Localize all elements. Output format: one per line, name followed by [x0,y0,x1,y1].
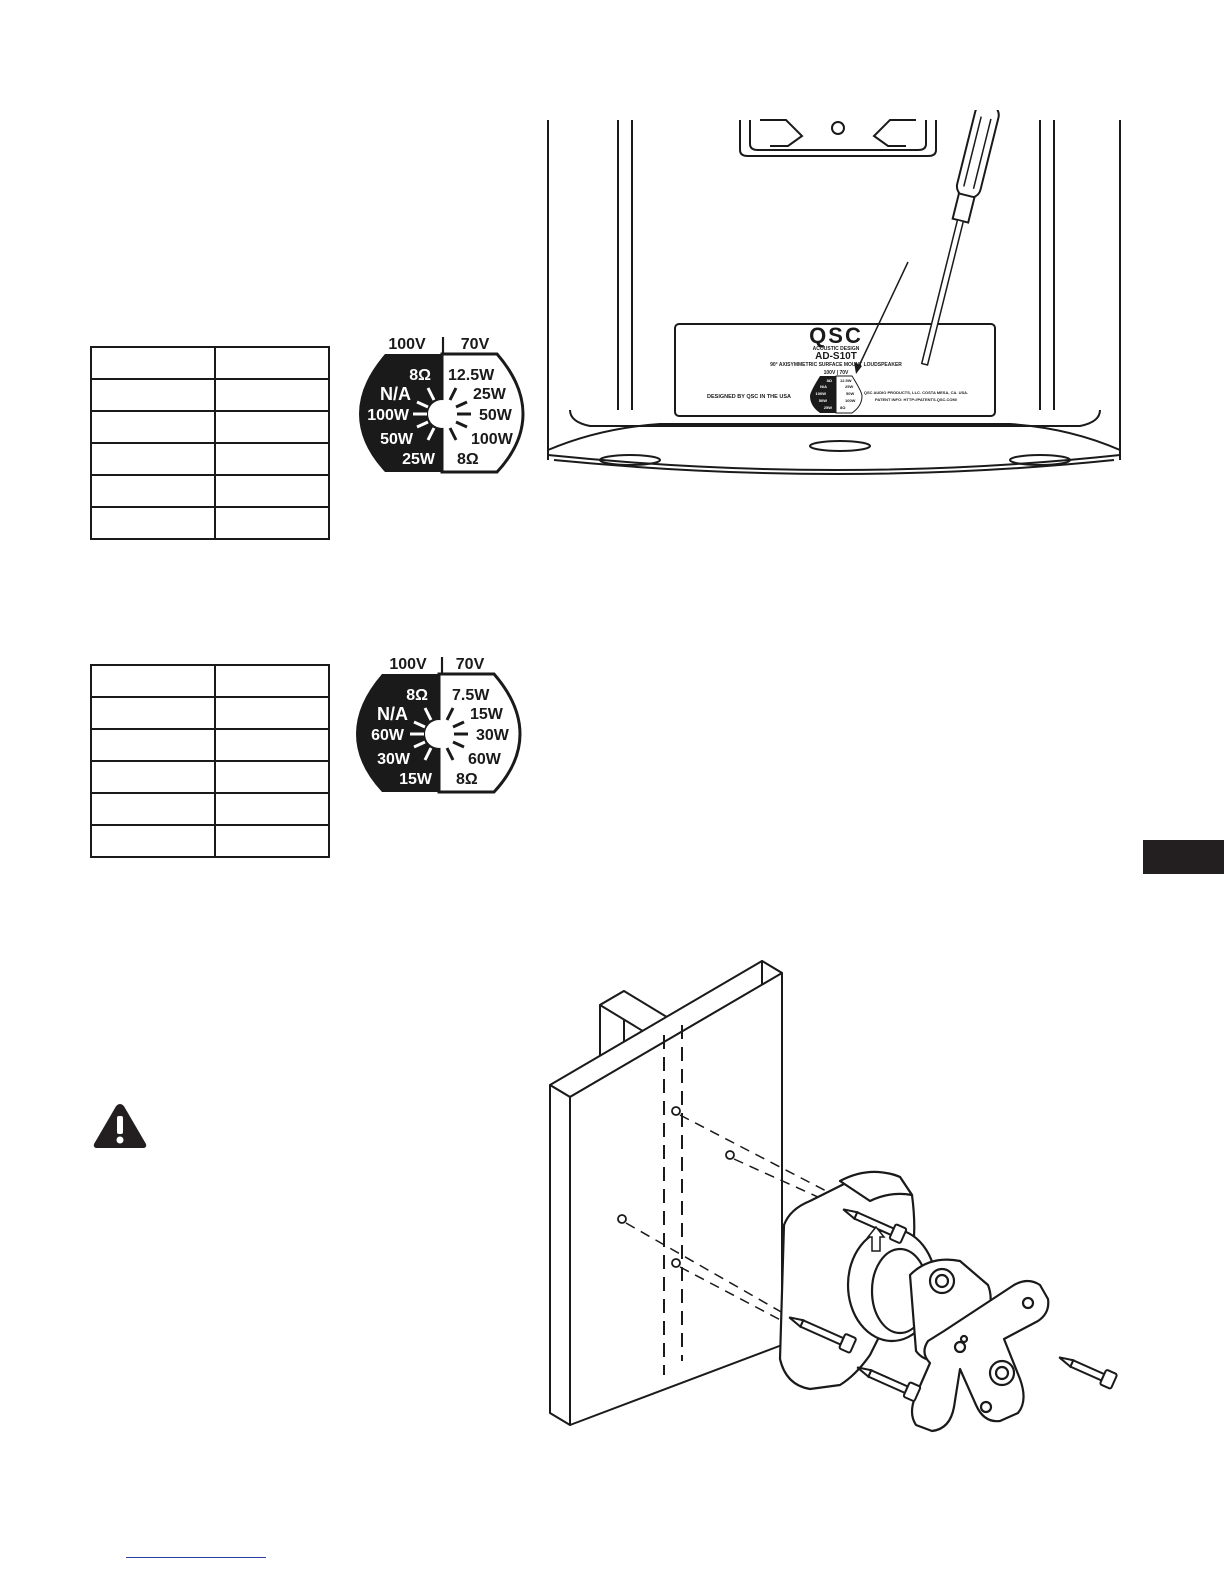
dial-2-left-3: 30W [377,751,411,768]
table-cell [90,378,216,412]
table-cell [214,506,330,540]
dial-2-header-right: 70V [456,656,485,673]
table-cell [90,474,216,508]
table-cell [214,824,330,858]
dial-1-right-3: 100W [471,431,514,448]
dial-2-header-sep: | [440,654,445,673]
table-cell [90,664,216,698]
section-tab [1143,840,1224,874]
table-cell [214,410,330,444]
label-brand: QSC [809,323,863,348]
tap-dial-1: 100V | 70V 8Ω N/A 100W 50W 25W 12.5W 25W… [359,334,525,474]
table-cell [90,760,216,794]
label-mini-header: 100V | 70V [824,370,849,376]
tap-dial-2: 100V | 70V 8Ω N/A 60W 30W 15W 7.5W 15W 3… [356,654,522,794]
dial-1-right-2: 50W [479,407,513,424]
table-row [90,728,330,762]
mini-right-0: 12.5W [840,378,852,383]
dial-2-header-left: 100V [389,656,427,673]
dial-1-header-right: 70V [461,336,490,353]
table-cell [90,792,216,826]
label-series: ACOUSTIC DESIGN [813,346,860,352]
table-cell [90,824,216,858]
table-cell [90,696,216,730]
dial-2-left-4: 15W [399,771,433,788]
table-cell [90,410,216,444]
dial-2-left-0: 8Ω [406,687,428,704]
label-patent: PATENT INFO: HTTP://PATENTS.QSC.COM/ [875,397,958,402]
table-cell [214,760,330,794]
table-cell [214,442,330,476]
table-cell [214,474,330,508]
table-cell [214,664,330,698]
table-cell [214,728,330,762]
label-designed: DESIGNED BY QSC IN THE USA [707,394,791,400]
mini-right-2: 50W [846,391,854,396]
dial-2-right-1: 15W [470,706,504,723]
table-row [90,760,330,794]
dial-1-left-2: 100W [367,407,410,424]
wall-mount-illustration [549,960,1118,1433]
mini-right-3: 100W [845,398,856,403]
table-cell [90,442,216,476]
dial-2-right-2: 30W [476,727,510,744]
table-row [90,378,330,412]
label-mini-dial: 8Ω N/A 100W 50W 25W 12.5W 25W 50W 100W 8… [810,375,863,414]
table-row [90,410,330,444]
dial-1-header-left: 100V [388,336,426,353]
mini-left-3: 50W [819,398,827,403]
dial-2-right-4: 8Ω [456,771,478,788]
label-model: AD-S10T [815,351,857,362]
table-cell [214,346,330,380]
dial-2-right-0: 7.5W [452,687,490,704]
dial-1-header-sep: | [441,334,446,353]
dial-1-right-4: 8Ω [457,451,479,468]
footer-link-underline[interactable] [126,1557,266,1558]
label-desc: 90° AXISYMMETRIC SURFACE MOUNT LOUDSPEAK… [770,362,902,368]
screwdriver-icon [920,110,1000,366]
mini-left-2: 100W [816,391,827,396]
mini-left-1: N/A [820,384,827,389]
table-cell [90,728,216,762]
table-cell [214,696,330,730]
table-row [90,824,330,858]
dial-2-right-3: 60W [468,751,502,768]
dial-2-left-2: 60W [371,727,405,744]
speaker-rear-illustration: QSC ACOUSTIC DESIGN AD-S10T 90° AXISYMME… [547,110,1121,475]
table-row [90,664,330,698]
table-cell [214,792,330,826]
mini-left-0: 8Ω [827,378,833,383]
table-row [90,442,330,476]
table-row [90,792,330,826]
table-row [90,506,330,540]
table-cell [90,506,216,540]
warning-triangle-icon [93,1104,147,1148]
table-cell [214,378,330,412]
dial-1-right-1: 25W [473,386,507,403]
tap-table-1 [90,346,330,540]
mini-left-4: 25W [824,405,832,410]
table-row [90,474,330,508]
dial-1-left-3: 50W [380,431,414,448]
tap-table-2 [90,664,330,858]
label-company: QSC AUDIO PRODUCTS, LLC. COSTA MESA, CA.… [864,390,968,395]
dial-1-left-1: N/A [380,384,411,404]
dial-2-left-1: N/A [377,704,408,724]
mini-right-4: 8Ω [840,405,846,410]
mini-right-1: 25W [845,384,853,389]
table-row [90,346,330,380]
dial-1-left-0: 8Ω [409,367,431,384]
dial-1-right-0: 12.5W [448,367,495,384]
dial-1-left-4: 25W [402,451,436,468]
table-row [90,696,330,730]
table-cell [90,346,216,380]
